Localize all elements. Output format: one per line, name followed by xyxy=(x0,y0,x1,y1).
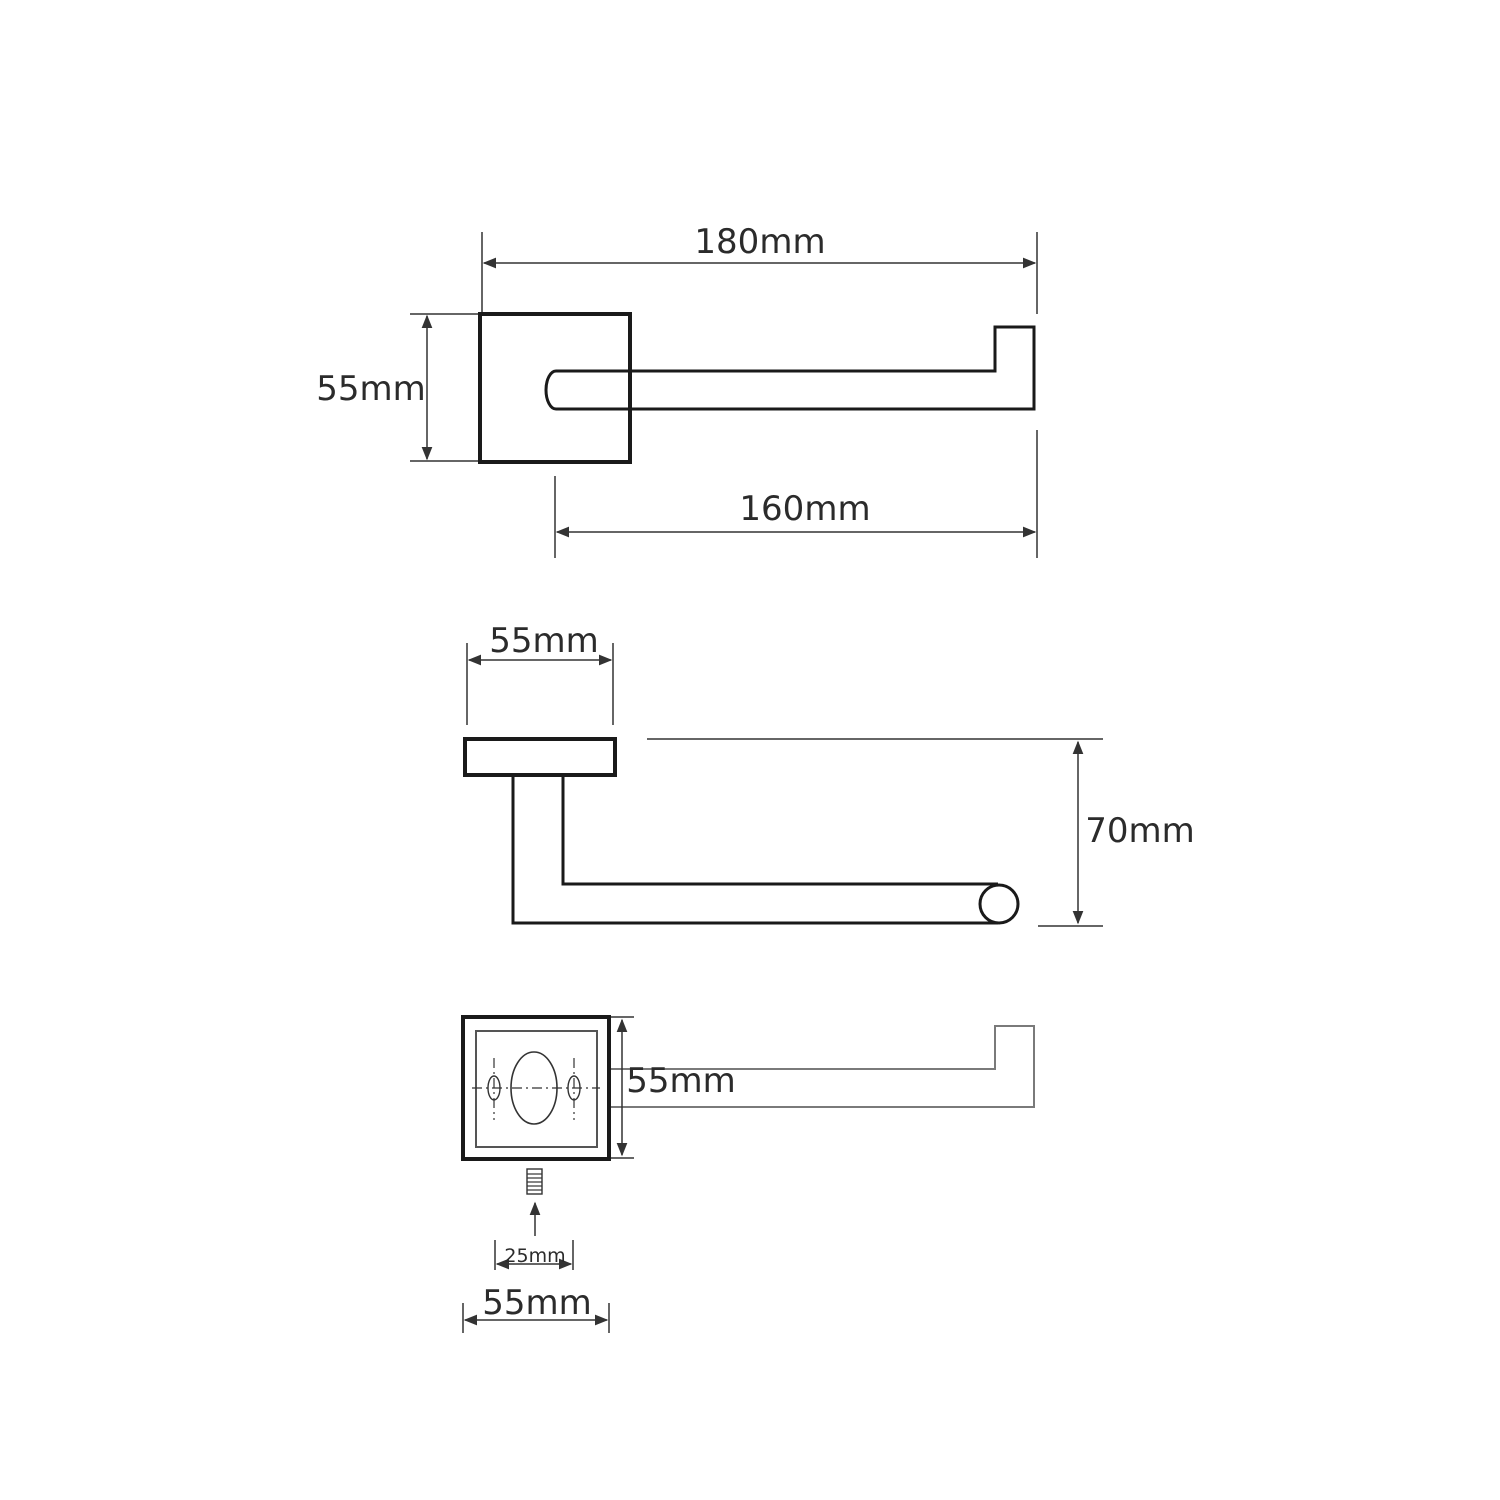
front-view-ghost-arm xyxy=(610,1025,1035,1108)
side-view: 55mm 70mm xyxy=(463,621,1195,927)
front-view-mounting-bracket xyxy=(475,1030,598,1148)
front-plate-height-label: 55mm xyxy=(626,1061,736,1101)
side-view-wall-plate xyxy=(463,737,617,777)
top-view-arm xyxy=(544,325,1036,411)
front-view-wall-plate xyxy=(461,1015,611,1161)
top-view-wall-plate xyxy=(478,312,632,464)
grub-screw-icon xyxy=(526,1168,543,1195)
side-plate-width-label: 55mm xyxy=(489,621,599,661)
projection-label: 70mm xyxy=(1085,811,1195,851)
side-view-arm-end xyxy=(978,883,1020,925)
arm-length-label: 160mm xyxy=(739,489,870,529)
screw-spacing-label: 25mm xyxy=(504,1245,565,1267)
front-plate-width-label: 55mm xyxy=(482,1283,592,1323)
top-plate-size-label: 55mm xyxy=(316,369,426,409)
front-view: 55mm 25mm 55mm xyxy=(461,1015,1035,1333)
side-view-arm xyxy=(511,775,998,925)
overall-length-label: 180mm xyxy=(694,222,825,262)
top-view: 180mm 55mm 160mm xyxy=(316,222,1038,558)
